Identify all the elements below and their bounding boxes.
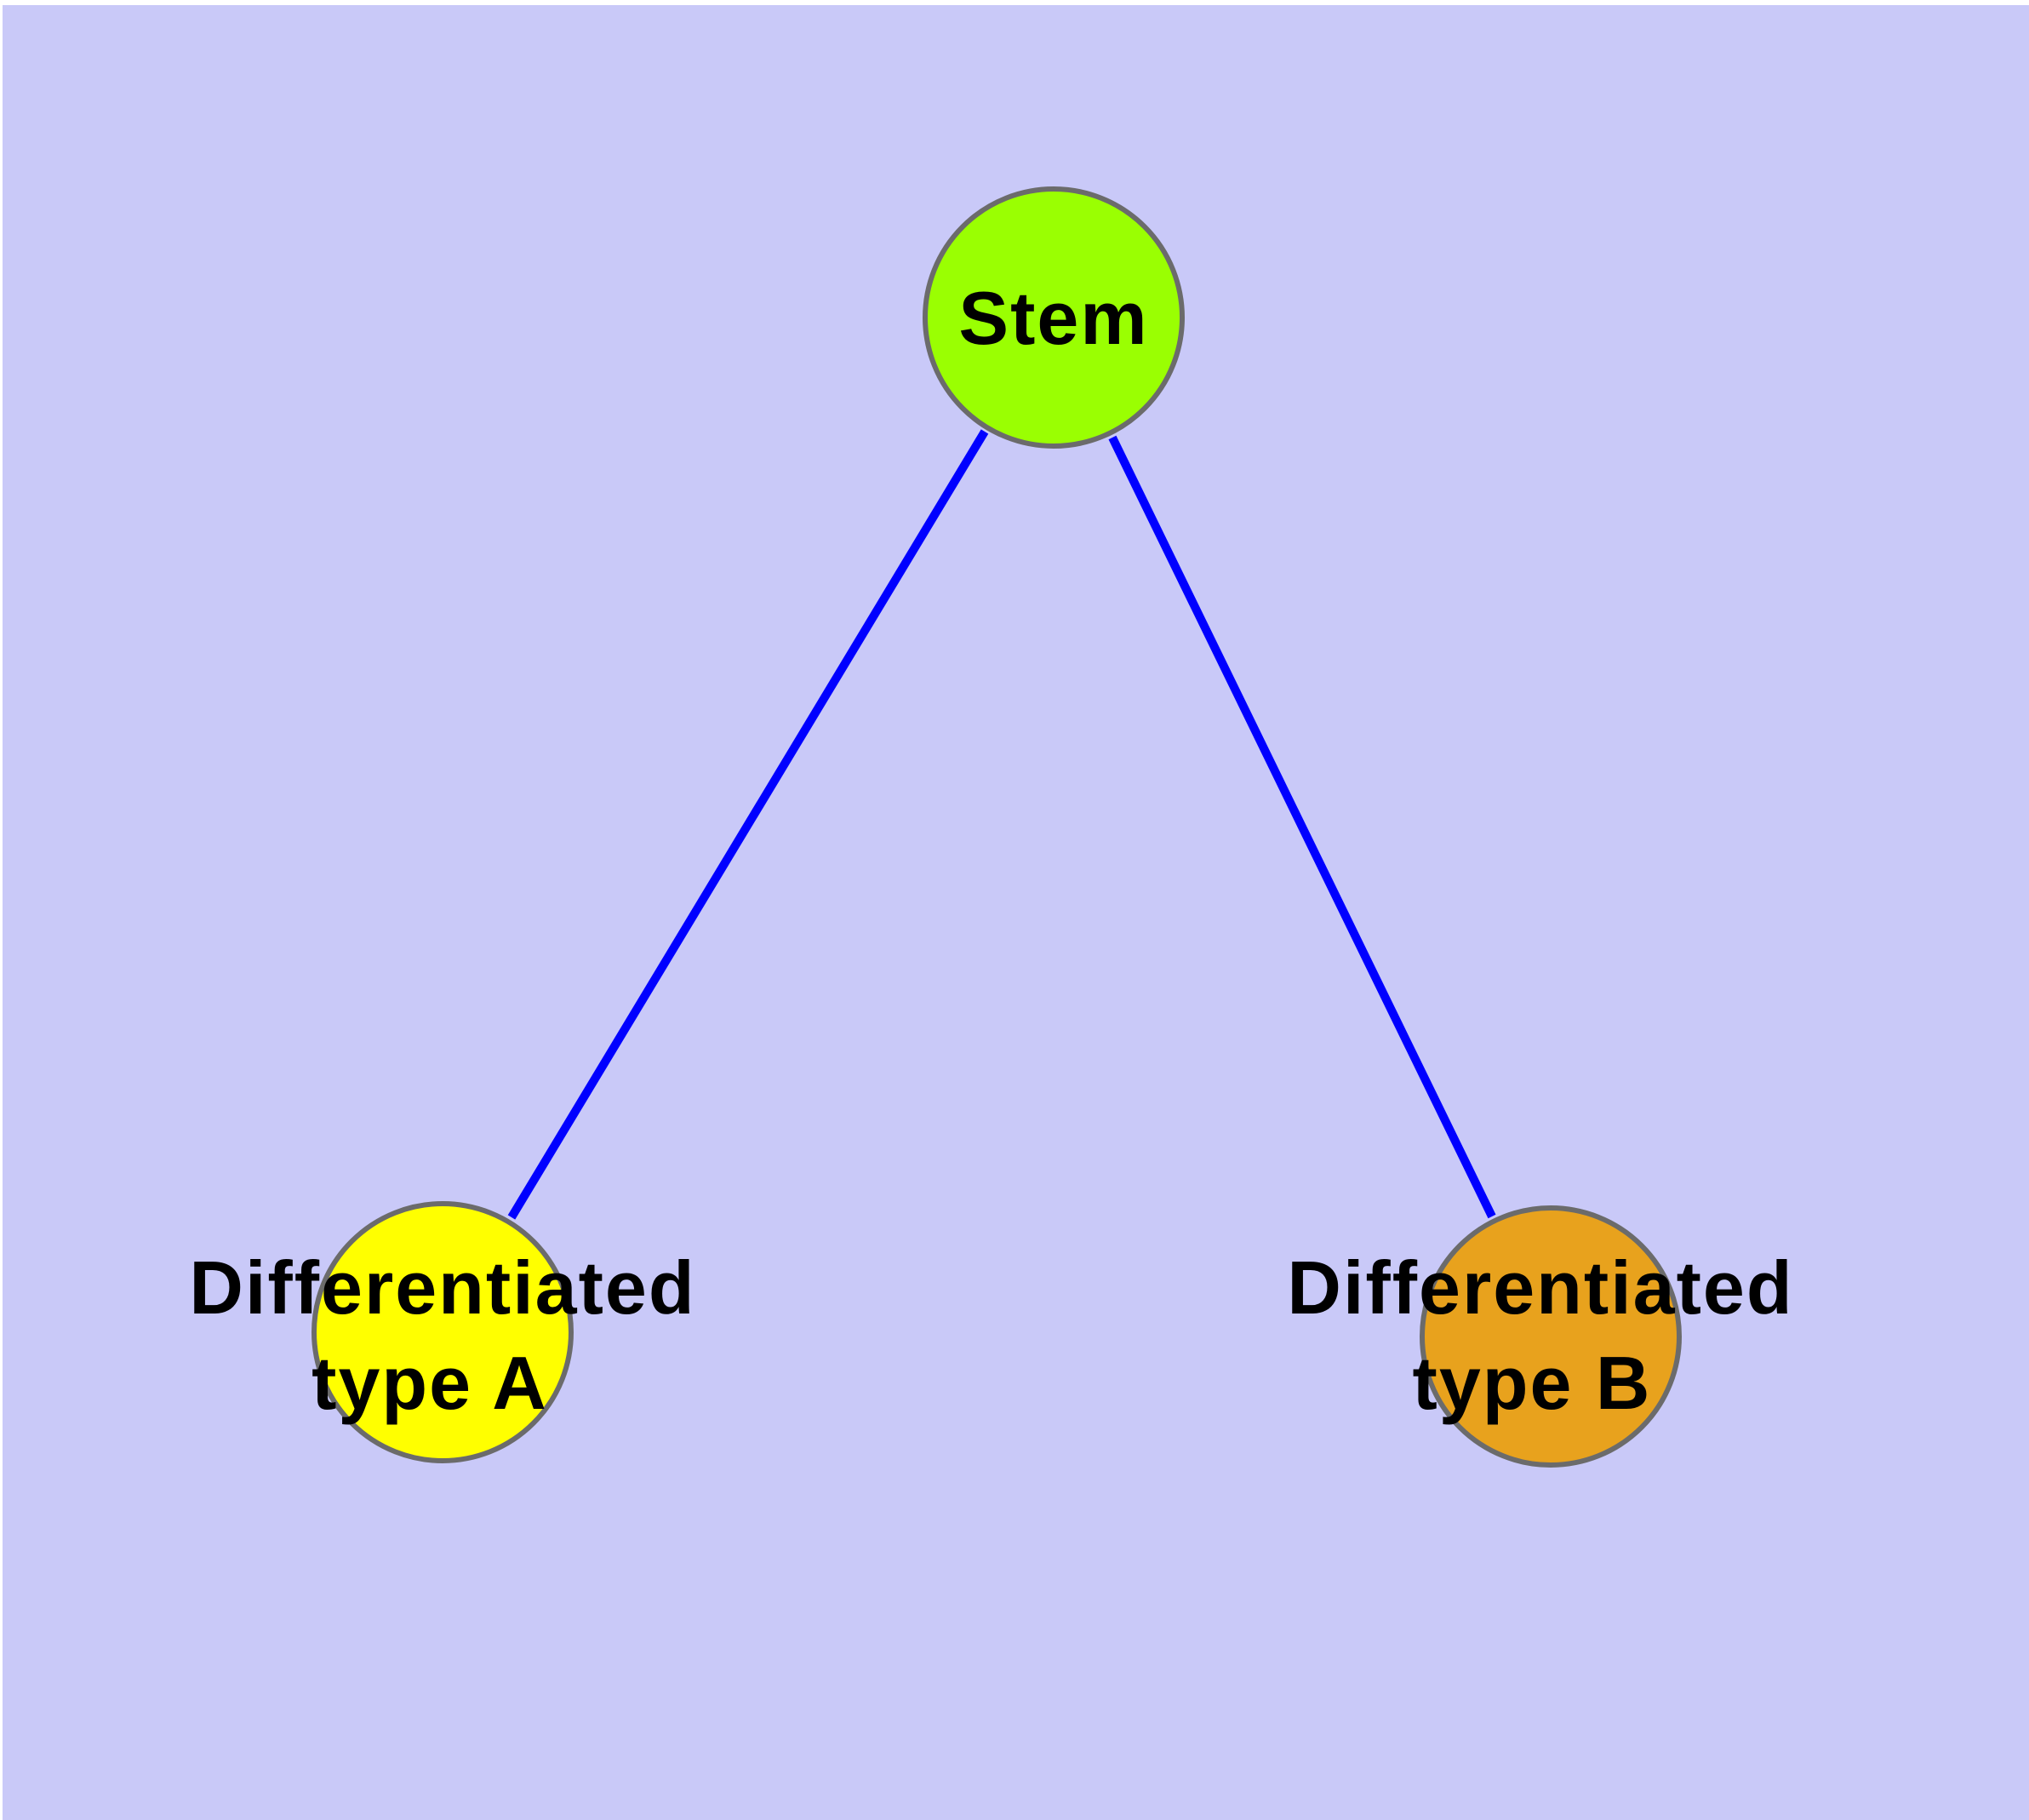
node-differentiated-type-a [311, 1201, 574, 1463]
edge-stem-to-typeA [507, 429, 989, 1220]
node-typeA-label-line2: type A [311, 1341, 548, 1425]
node-typeB-label-line1: Differentiated [1287, 1245, 1793, 1330]
node-stem-label: Stem [958, 276, 1148, 360]
node-differentiated-type-b [1420, 1205, 1682, 1468]
node-typeA-label-line1: Differentiated [189, 1245, 695, 1330]
edge-stem-to-typeB [1108, 435, 1496, 1219]
node-typeB-label-line2: type B [1413, 1341, 1652, 1425]
node-stem [923, 186, 1185, 449]
